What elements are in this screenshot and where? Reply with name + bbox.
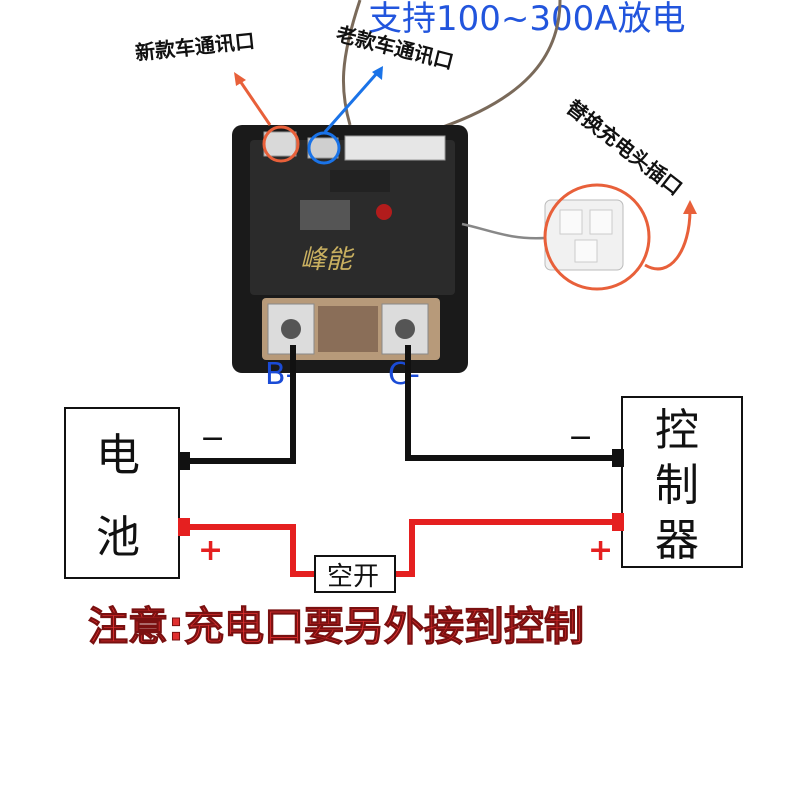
old-port-connector bbox=[307, 137, 339, 159]
terminal-b-bolt bbox=[281, 319, 301, 339]
controller-positive-wire bbox=[395, 519, 620, 577]
battery-plus-sign: + bbox=[198, 533, 223, 568]
battery-positive-wire bbox=[182, 524, 315, 577]
charge-port-label: 替换充电头插口 bbox=[562, 95, 687, 200]
signal-cable bbox=[341, 0, 362, 126]
terminal-c-label: C- bbox=[388, 357, 420, 392]
old-port-highlight bbox=[307, 131, 341, 165]
battery-minus-sign: − bbox=[200, 421, 225, 456]
controller-minus-sign: − bbox=[568, 420, 593, 455]
title-text: 支持100~300A放电 bbox=[368, 0, 686, 39]
controller-module: 峰能 bbox=[232, 125, 468, 373]
old-port-arrow bbox=[323, 71, 380, 133]
svg-text:峰能: 峰能 bbox=[300, 245, 355, 275]
new-port-connector bbox=[263, 131, 297, 157]
battery-box: 电 池 bbox=[64, 407, 180, 579]
breaker-label: 空开 bbox=[327, 562, 379, 592]
controller-label-1: 控 bbox=[655, 405, 699, 456]
controller-negative-wire bbox=[405, 345, 620, 461]
new-port-label: 新款车通讯口 bbox=[134, 29, 256, 65]
charge-plug bbox=[544, 199, 624, 271]
note-text: 注意:充电口要另外接到控制 bbox=[88, 604, 584, 650]
breaker-box: 空开 bbox=[314, 555, 396, 593]
new-port-highlight bbox=[262, 125, 300, 163]
charge-port-highlight bbox=[543, 183, 651, 291]
signal-cable-loop bbox=[439, 0, 562, 130]
charge-cable bbox=[461, 222, 546, 240]
new-port-arrow bbox=[236, 77, 272, 126]
main-connector bbox=[344, 135, 446, 161]
terminal-c-bolt bbox=[395, 319, 415, 339]
controller-label-3: 器 bbox=[655, 515, 699, 566]
battery-label-1: 电 bbox=[96, 430, 140, 481]
battery-label-2: 池 bbox=[96, 512, 140, 563]
controller-box: 控 制 器 bbox=[621, 396, 743, 568]
battery-negative-wire bbox=[182, 345, 296, 464]
controller-plus-sign: + bbox=[588, 533, 613, 568]
controller-label-2: 制 bbox=[655, 460, 699, 511]
charge-port-arrow bbox=[644, 209, 692, 271]
